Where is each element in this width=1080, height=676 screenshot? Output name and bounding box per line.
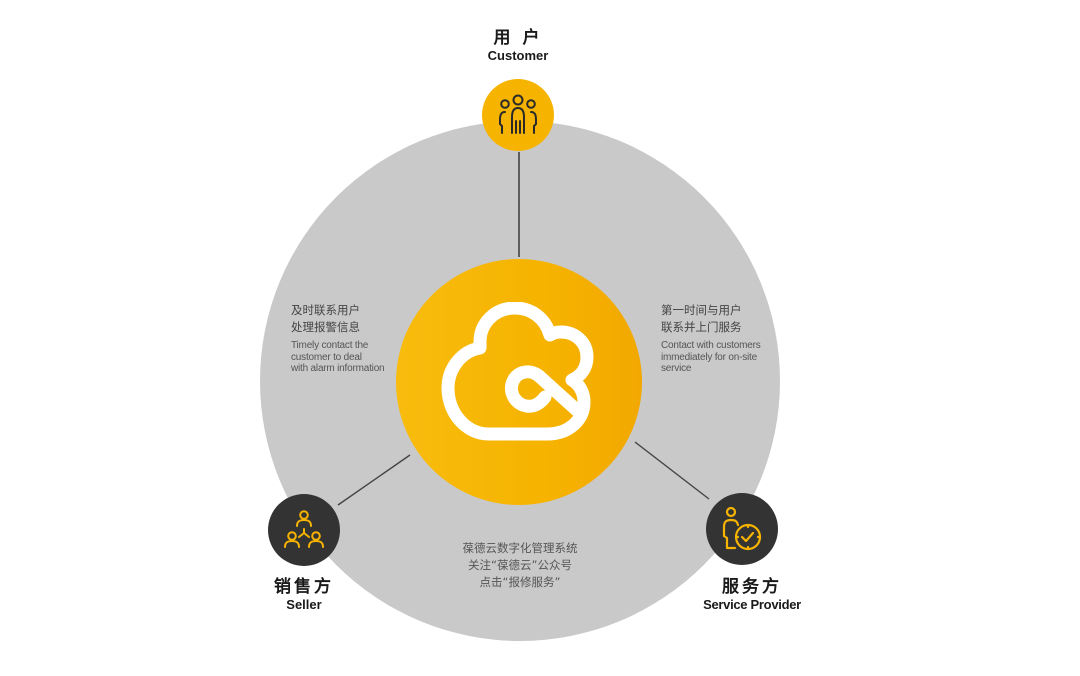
service-provider-title: 服务方 Service Provider <box>690 577 814 612</box>
provider-desc-en-3: service <box>661 363 692 374</box>
seller-title-zh: 销售方 <box>274 577 334 597</box>
core-platform-node <box>396 259 642 505</box>
seller-description: 及时联系用户 处理报警信息 Timely contact the custome… <box>291 302 401 375</box>
customer-instructions: 葆德云数字化管理系统 关注“葆德云”公众号 点击“报修服务” <box>420 540 620 591</box>
instructions-line-3: 点击“报修服务” <box>479 575 561 589</box>
customer-title: 用 户 Customer <box>468 28 568 63</box>
provider-description: 第一时间与用户 联系并上门服务 Contact with customers i… <box>661 302 776 375</box>
customer-title-zh: 用 户 <box>493 28 543 48</box>
seller-title: 销售方 Seller <box>254 577 354 612</box>
provider-desc-en-2: immediately for on-site <box>661 351 757 363</box>
seller-desc-zh-1: 及时联系用户 <box>291 303 360 317</box>
seller-title-en: Seller <box>286 597 322 612</box>
service-provider-title-en: Service Provider <box>703 597 801 612</box>
seller-desc-en-3: with alarm information <box>291 363 385 374</box>
cloud-logo-icon <box>441 302 594 441</box>
seller-desc-en-2: customer to deal <box>291 351 362 363</box>
seller-desc-zh-2: 处理报警信息 <box>291 320 360 334</box>
customer-title-en: Customer <box>487 48 549 63</box>
seller-desc-en-1: Timely contact the <box>291 340 369 351</box>
service-provider-title-zh: 服务方 <box>722 577 782 597</box>
people-group-icon <box>499 94 537 134</box>
instructions-line-1: 葆德云数字化管理系统 <box>462 541 578 555</box>
customer-badge <box>482 79 554 151</box>
person-clock-icon <box>722 506 762 551</box>
provider-desc-en-1: Contact with customers <box>661 340 761 351</box>
org-hierarchy-icon <box>284 510 324 548</box>
seller-badge <box>268 494 340 566</box>
instructions-line-2: 关注“葆德云”公众号 <box>468 558 572 572</box>
service-provider-badge <box>706 493 778 565</box>
provider-desc-zh-2: 联系并上门服务 <box>661 320 742 334</box>
provider-desc-zh-1: 第一时间与用户 <box>661 303 742 317</box>
